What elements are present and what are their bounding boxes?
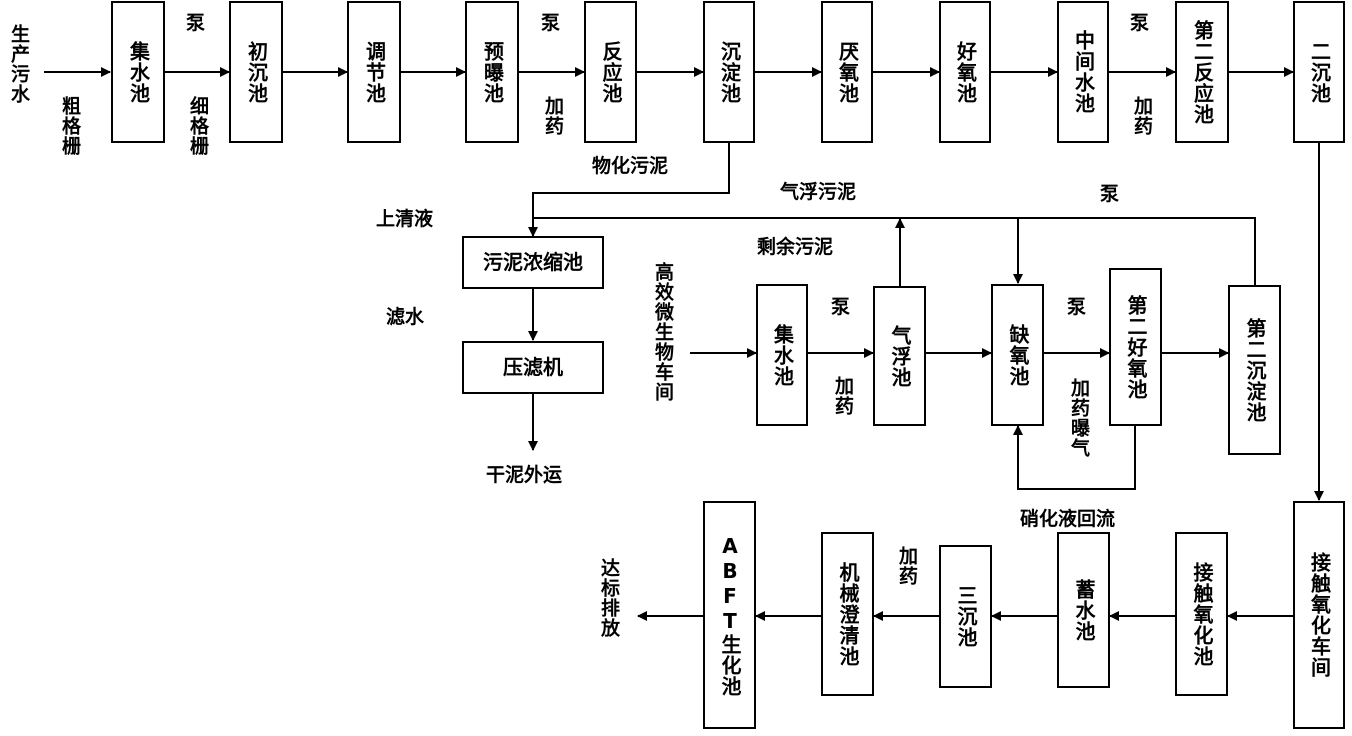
settling-tank-box: 沉淀池 bbox=[703, 1, 755, 143]
equalization-box: 调节池 bbox=[347, 1, 401, 143]
micro-collection-tank-box: 集水池 bbox=[756, 284, 808, 426]
nitrification-return-label: 硝化液回流 bbox=[1020, 508, 1116, 530]
filter-press-label: 压滤机 bbox=[503, 355, 563, 379]
fine-screen-label: 细格栅 bbox=[187, 96, 209, 156]
anaerobic-tank-box: 厌氧池 bbox=[821, 1, 873, 143]
aerobic-tank-label: 好氧池 bbox=[953, 40, 978, 104]
collection-tank-label: 集水池 bbox=[126, 40, 151, 104]
primary-settling-label: 初沉池 bbox=[244, 40, 269, 104]
primary-settling-box: 初沉池 bbox=[229, 1, 283, 143]
anoxic-tank-box: 缺氧池 bbox=[991, 284, 1044, 426]
dry-sludge-label: 干泥外运 bbox=[486, 464, 563, 486]
second-aerobic-label: 第二好氧池 bbox=[1124, 294, 1148, 400]
thickener-label: 污泥浓缩池 bbox=[483, 250, 583, 274]
dosing-label-2: 加药 bbox=[1131, 96, 1153, 136]
secondary-clarifier-label: 二沉池 bbox=[1307, 40, 1332, 104]
storage-tank-label: 蓄水池 bbox=[1072, 578, 1096, 642]
coarse-screen-label: 粗格栅 bbox=[59, 96, 81, 156]
storage-tank-box: 蓄水池 bbox=[1057, 532, 1110, 688]
reaction-tank-label: 反应池 bbox=[599, 40, 623, 104]
abft-tank-box: ABFT生化池 bbox=[703, 501, 756, 729]
pump-label-1: 泵 bbox=[186, 12, 206, 34]
thickener-box: 污泥浓缩池 bbox=[462, 236, 604, 289]
second-settling-box: 第二沉淀池 bbox=[1228, 285, 1281, 455]
mechanical-clarifier-box: 机械澄清池 bbox=[821, 532, 874, 696]
source-label: 生产污水 bbox=[8, 24, 30, 104]
secondary-clarifier-box: 二沉池 bbox=[1293, 1, 1345, 143]
micro-source-label: 高效微生物车间 bbox=[652, 262, 674, 402]
discharge-label: 达标排放 bbox=[598, 558, 620, 638]
contact-tank-box: 接触氧化池 bbox=[1175, 532, 1228, 696]
pump-label-3: 泵 bbox=[1130, 12, 1150, 34]
arrow-settling-to-thickener bbox=[528, 143, 730, 237]
intermediate-tank-label: 中间水池 bbox=[1071, 30, 1096, 114]
filter-press-box: 压滤机 bbox=[462, 341, 604, 394]
collection-tank-box: 集水池 bbox=[111, 1, 165, 143]
contact-workshop-box: 接触氧化车间 bbox=[1293, 501, 1345, 729]
pre-aeration-box: 预曝池 bbox=[465, 1, 519, 143]
micro-pump-label-2: 泵 bbox=[1067, 296, 1087, 318]
float-tank-box: 气浮池 bbox=[873, 286, 926, 426]
anaerobic-tank-label: 厌氧池 bbox=[835, 40, 860, 104]
intermediate-tank-box: 中间水池 bbox=[1057, 1, 1109, 143]
filtrate-label: 滤水 bbox=[386, 306, 425, 328]
abft-tank-label: ABFT生化池 bbox=[718, 533, 742, 697]
aerobic-tank-box: 好氧池 bbox=[939, 1, 991, 143]
contact-workshop-label: 接触氧化车间 bbox=[1307, 552, 1332, 678]
pre-aeration-label: 预曝池 bbox=[480, 40, 505, 104]
micro-dosing-label: 加药 bbox=[832, 376, 854, 416]
float-tank-label: 气浮池 bbox=[888, 324, 912, 388]
pump-label-top: 泵 bbox=[1100, 183, 1120, 205]
arrow-nitrification-return bbox=[1013, 425, 1136, 490]
second-settling-label: 第二沉淀池 bbox=[1243, 317, 1267, 423]
chemical-sludge-label: 物化污泥 bbox=[592, 155, 669, 177]
dosing-aeration-label: 加药曝气 bbox=[1068, 378, 1090, 458]
line-supernatant-return bbox=[533, 217, 1256, 285]
contact-tank-label: 接触氧化池 bbox=[1190, 561, 1214, 667]
second-reaction-box: 第二反应池 bbox=[1175, 1, 1229, 143]
reaction-tank-box: 反应池 bbox=[584, 1, 637, 143]
dosing-label-1: 加药 bbox=[542, 96, 564, 136]
micro-collection-tank-label: 集水池 bbox=[770, 323, 795, 387]
settling-tank-label: 沉淀池 bbox=[717, 40, 742, 104]
anoxic-tank-label: 缺氧池 bbox=[1006, 323, 1030, 387]
equalization-label: 调节池 bbox=[362, 40, 387, 104]
pump-label-2: 泵 bbox=[541, 12, 561, 34]
tertiary-settling-box: 三沉池 bbox=[939, 545, 992, 688]
micro-pump-label-1: 泵 bbox=[831, 296, 851, 318]
mechanical-clarifier-label: 机械澄清池 bbox=[836, 561, 860, 667]
tertiary-settling-label: 三沉池 bbox=[954, 585, 978, 648]
second-aerobic-box: 第二好氧池 bbox=[1109, 268, 1162, 426]
excess-sludge-label: 剩余污泥 bbox=[757, 236, 834, 258]
second-reaction-label: 第二反应池 bbox=[1190, 19, 1215, 125]
bottom-dosing-label: 加药 bbox=[896, 546, 918, 586]
float-sludge-label: 气浮污泥 bbox=[780, 181, 857, 203]
supernatant-label: 上清液 bbox=[376, 208, 434, 230]
